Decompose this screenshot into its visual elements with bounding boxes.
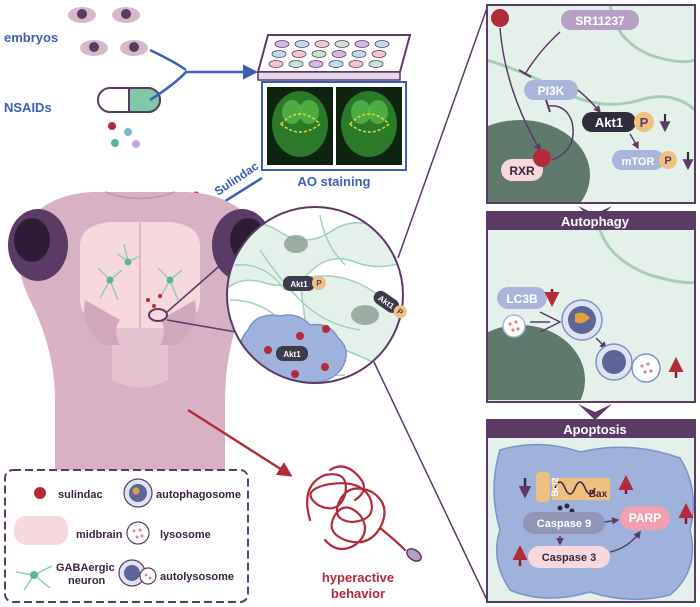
plate-well — [368, 60, 384, 68]
tangled-swim-path-icon — [306, 465, 407, 552]
embryos-group — [68, 7, 148, 56]
plate-well — [351, 50, 367, 58]
inset-connector-top — [397, 7, 488, 259]
panel-arrow-2 — [578, 404, 612, 420]
legend-autolysosome: autolysosome — [160, 571, 234, 583]
inset-akt1p-top: Akt1 — [290, 280, 308, 289]
legend-lysosome: lysosome — [160, 529, 211, 541]
autophagy-panel — [486, 211, 696, 403]
plate-well — [314, 40, 330, 48]
inset-p-top: P — [316, 279, 322, 288]
ao-staining-label: AO staining — [298, 174, 371, 189]
pi3k-label: PI3K — [538, 84, 565, 98]
caspase3-label: Caspase 3 — [542, 552, 596, 564]
legend-midbrain: midbrain — [76, 529, 123, 541]
akt1-p-label: P — [640, 115, 649, 130]
akt1-label: Akt1 — [595, 115, 623, 130]
fish-icon — [406, 548, 422, 562]
capsule-icon — [97, 87, 161, 148]
bax-label: Bax — [589, 489, 608, 500]
legend-gaba-line1: GABAergic — [56, 562, 115, 574]
inset-akt1-blue: Akt1 — [283, 350, 301, 359]
plate-well — [331, 50, 347, 58]
zebrafish-larva — [8, 191, 272, 470]
bcl2-label: Bcl2 — [550, 477, 560, 496]
inset-magnified-circle — [226, 206, 407, 384]
zoom-line-top — [166, 254, 233, 313]
zoom-line-bottom — [166, 319, 237, 333]
lc3b-label: LC3B — [506, 292, 538, 306]
plate-well — [334, 40, 350, 48]
parp-label: PARP — [629, 511, 661, 525]
plate-well — [288, 60, 304, 68]
mtor-p-label: P — [664, 155, 671, 167]
well-plate — [256, 34, 412, 81]
nsaids-label: NSAIDs — [4, 100, 52, 115]
autophagy-header: Autophagy — [561, 214, 630, 229]
plate-well — [371, 50, 387, 58]
sr11237-label: SR11237 — [575, 14, 625, 28]
inset-p-right: P — [395, 307, 405, 318]
plate-well — [374, 40, 390, 48]
legend-autophagosome: autophagosome — [156, 489, 241, 501]
plate-well — [294, 40, 310, 48]
pathway-panel — [486, 4, 696, 204]
mtor-label: mTOR — [622, 156, 655, 168]
legend-gaba-line2: neuron — [68, 575, 106, 587]
hyperactive-line1: hyperactive — [322, 570, 394, 585]
apoptosis-panel — [486, 419, 696, 603]
hyperactive-line2: behavior — [331, 586, 385, 601]
ao-staining-images — [261, 81, 407, 171]
behavior-arrow — [187, 408, 293, 477]
legend-box — [4, 469, 249, 603]
inset-connector-bottom — [373, 361, 488, 601]
legend-sulindac: sulindac — [58, 489, 103, 501]
rxr-label: RXR — [509, 164, 535, 178]
plate-well — [348, 60, 364, 68]
plate-well — [308, 60, 324, 68]
plate-well — [291, 50, 307, 58]
caspase9-label: Caspase 9 — [537, 518, 591, 530]
plate-well — [268, 60, 284, 68]
merge-arrow — [149, 48, 255, 102]
plate-well — [311, 50, 327, 58]
plate-well — [271, 50, 287, 58]
embryos-label: embryos — [4, 30, 58, 45]
plate-well — [354, 40, 370, 48]
apoptosis-header: Apoptosis — [563, 422, 627, 437]
plate-well — [328, 60, 344, 68]
plate-well — [274, 40, 290, 48]
